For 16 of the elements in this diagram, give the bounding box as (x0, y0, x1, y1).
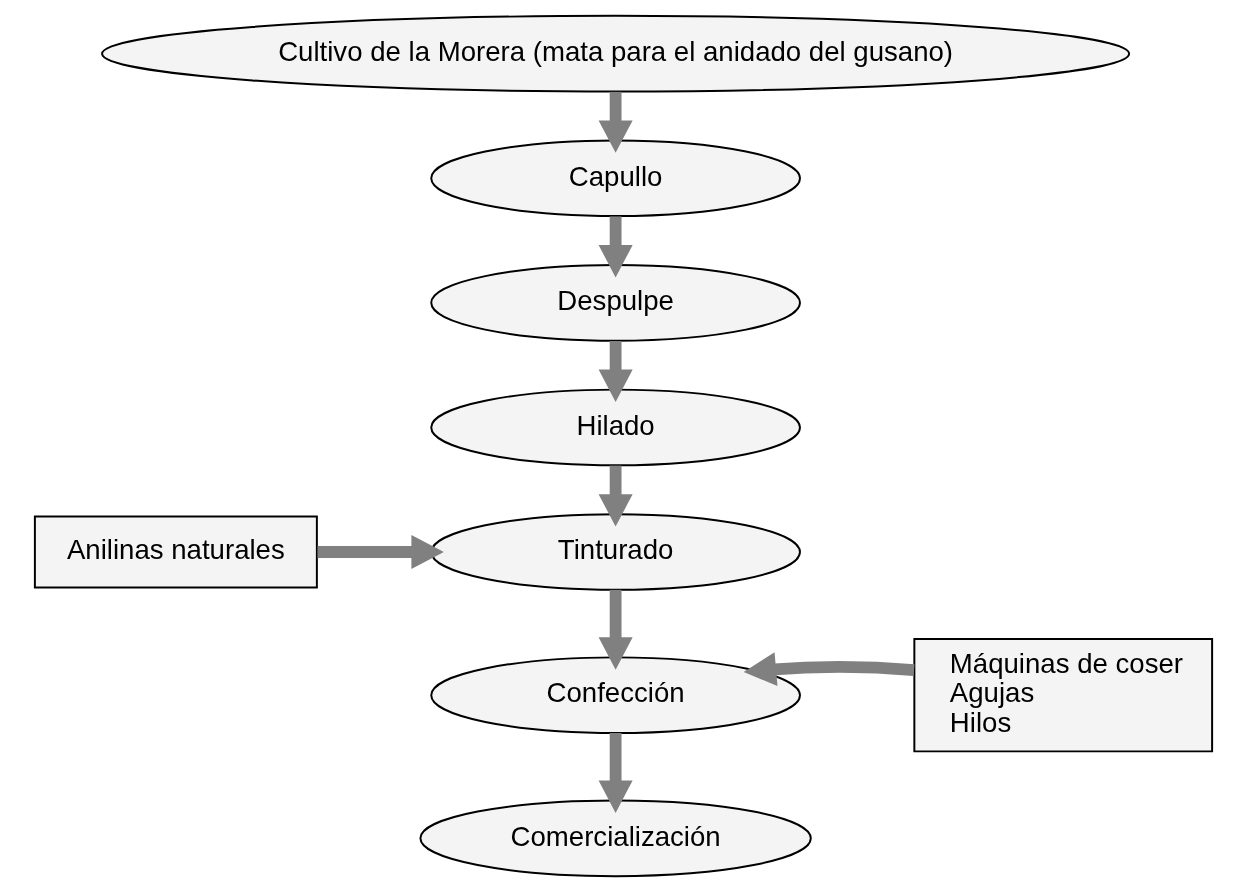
arrow (743, 652, 914, 687)
node-box: Anilinas naturales (33, 515, 318, 589)
arrow (598, 91, 633, 153)
arrow (598, 733, 633, 813)
arrow (317, 535, 444, 570)
node-ellipse: Hilado (429, 388, 801, 467)
node-ellipse: Comercialización (418, 799, 812, 878)
arrow (598, 465, 633, 527)
node-ellipse: Capullo (429, 139, 801, 218)
node-ellipse: Cultivo de la Morera (mata para el anidado del gusano) (100, 14, 1130, 93)
node-box: Máquinas de coser Agujas Hilos (912, 638, 1213, 753)
arrow (598, 589, 633, 670)
node-ellipse: Despulpe (429, 264, 801, 342)
arrow (598, 216, 633, 278)
node-ellipse: Confección (429, 656, 801, 734)
arrow (598, 341, 633, 403)
